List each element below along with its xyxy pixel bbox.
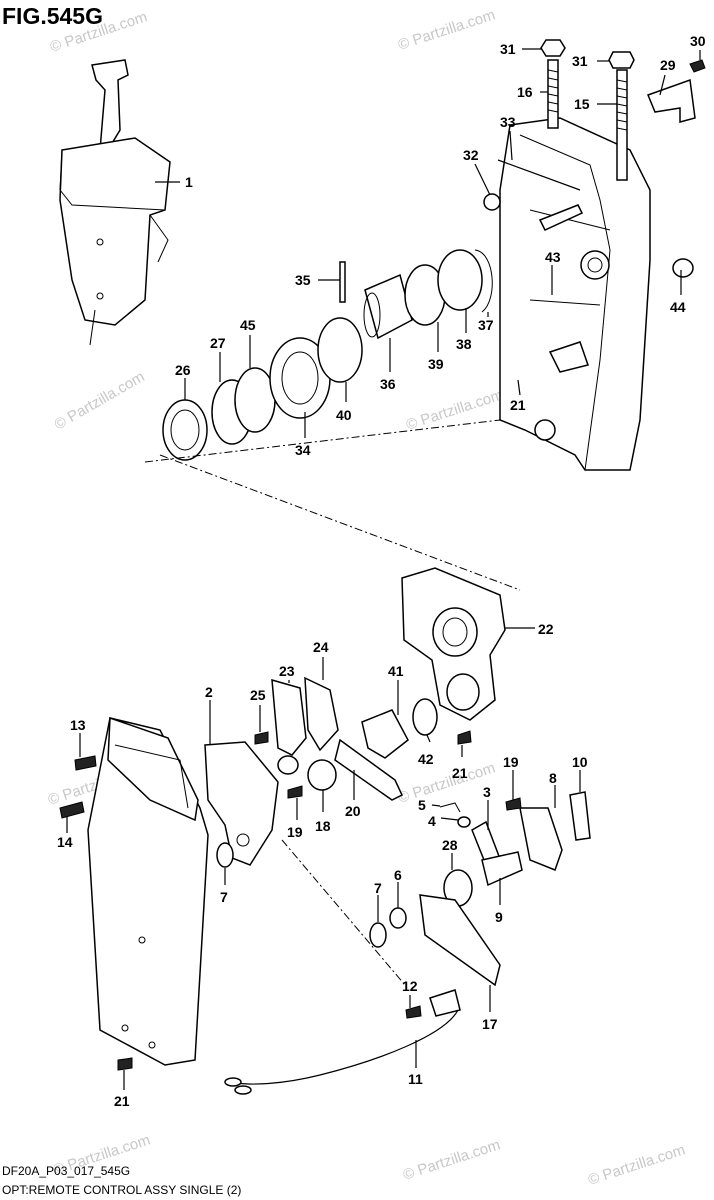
callout-12: 12 — [402, 978, 418, 994]
callout-31: 31 — [500, 41, 516, 57]
callout-8: 8 — [549, 770, 557, 786]
callout-36: 36 — [380, 376, 396, 392]
callout-25: 25 — [250, 687, 266, 703]
watermark: © Partzilla.com — [404, 386, 505, 433]
callout-44: 44 — [670, 299, 686, 315]
callout-33: 33 — [500, 114, 516, 130]
callout-19: 19 — [287, 824, 303, 840]
callout-3: 3 — [483, 784, 491, 800]
part-bracket-22 — [401, 567, 506, 721]
callout-39: 39 — [428, 356, 444, 372]
callout-21: 21 — [510, 397, 526, 413]
callout-21: 21 — [114, 1093, 130, 1109]
callout-16: 16 — [517, 84, 533, 100]
watermark: © Partzilla.com — [401, 1136, 502, 1183]
callout-13: 13 — [70, 717, 86, 733]
callout-10: 10 — [572, 754, 588, 770]
callout-5: 5 — [418, 797, 426, 813]
callout-28: 28 — [442, 837, 458, 853]
callout-7: 7 — [374, 880, 382, 896]
callout-24: 24 — [313, 639, 329, 655]
callout-30: 30 — [690, 33, 706, 49]
figure-description: OPT:REMOTE CONTROL ASSY SINGLE (2) — [2, 1183, 241, 1197]
callout-20: 20 — [345, 803, 361, 819]
callout-37: 37 — [478, 317, 494, 333]
callout-45: 45 — [240, 317, 256, 333]
callout-31: 31 — [572, 53, 588, 69]
callout-1: 1 — [185, 174, 193, 190]
callout-40: 40 — [336, 407, 352, 423]
callout-4: 4 — [428, 813, 436, 829]
callout-6: 6 — [394, 867, 402, 883]
connector-lines — [144, 419, 521, 986]
part-remote-control-box — [59, 59, 171, 346]
watermark: © Partzilla.com — [586, 1141, 687, 1188]
callout-43: 43 — [545, 249, 561, 265]
callout-14: 14 — [57, 834, 73, 850]
callout-9: 9 — [495, 909, 503, 925]
part-41-42 — [361, 698, 438, 759]
callout-7: 7 — [220, 889, 228, 905]
callout-35: 35 — [295, 272, 311, 288]
part-shaft-assembly — [162, 249, 493, 461]
callout-22: 22 — [538, 621, 554, 637]
callout-27: 27 — [210, 335, 226, 351]
part-lower-right-assembly — [224, 791, 591, 1095]
callout-34: 34 — [295, 442, 311, 458]
part-arm-2 — [204, 676, 472, 868]
callout-2: 2 — [205, 684, 213, 700]
callout-26: 26 — [175, 362, 191, 378]
callout-18: 18 — [315, 818, 331, 834]
figure-title: FIG.545G — [2, 3, 103, 29]
callout-23: 23 — [279, 663, 295, 679]
part-upper-housing — [483, 117, 694, 471]
callout-32: 32 — [463, 147, 479, 163]
callout-42: 42 — [418, 751, 434, 767]
callout-21: 21 — [452, 765, 468, 781]
figure-code: DF20A_P03_017_545G — [2, 1164, 130, 1178]
callout-11: 11 — [408, 1071, 423, 1087]
callout-19: 19 — [503, 754, 519, 770]
callout-15: 15 — [574, 96, 590, 112]
part-lower-plate — [59, 716, 209, 1071]
leader-lines — [66, 48, 701, 1090]
watermark: © Partzilla.com — [52, 368, 148, 433]
callout-29: 29 — [660, 57, 676, 73]
part-bolts-top — [540, 39, 706, 181]
watermark: © Partzilla.com — [396, 6, 497, 53]
callout-41: 41 — [388, 663, 404, 679]
callout-38: 38 — [456, 336, 472, 352]
callout-labels: 1 2 3 4 5 6 7 7 8 9 10 11 12 13 14 15 16… — [57, 33, 706, 1109]
callout-17: 17 — [482, 1016, 498, 1032]
